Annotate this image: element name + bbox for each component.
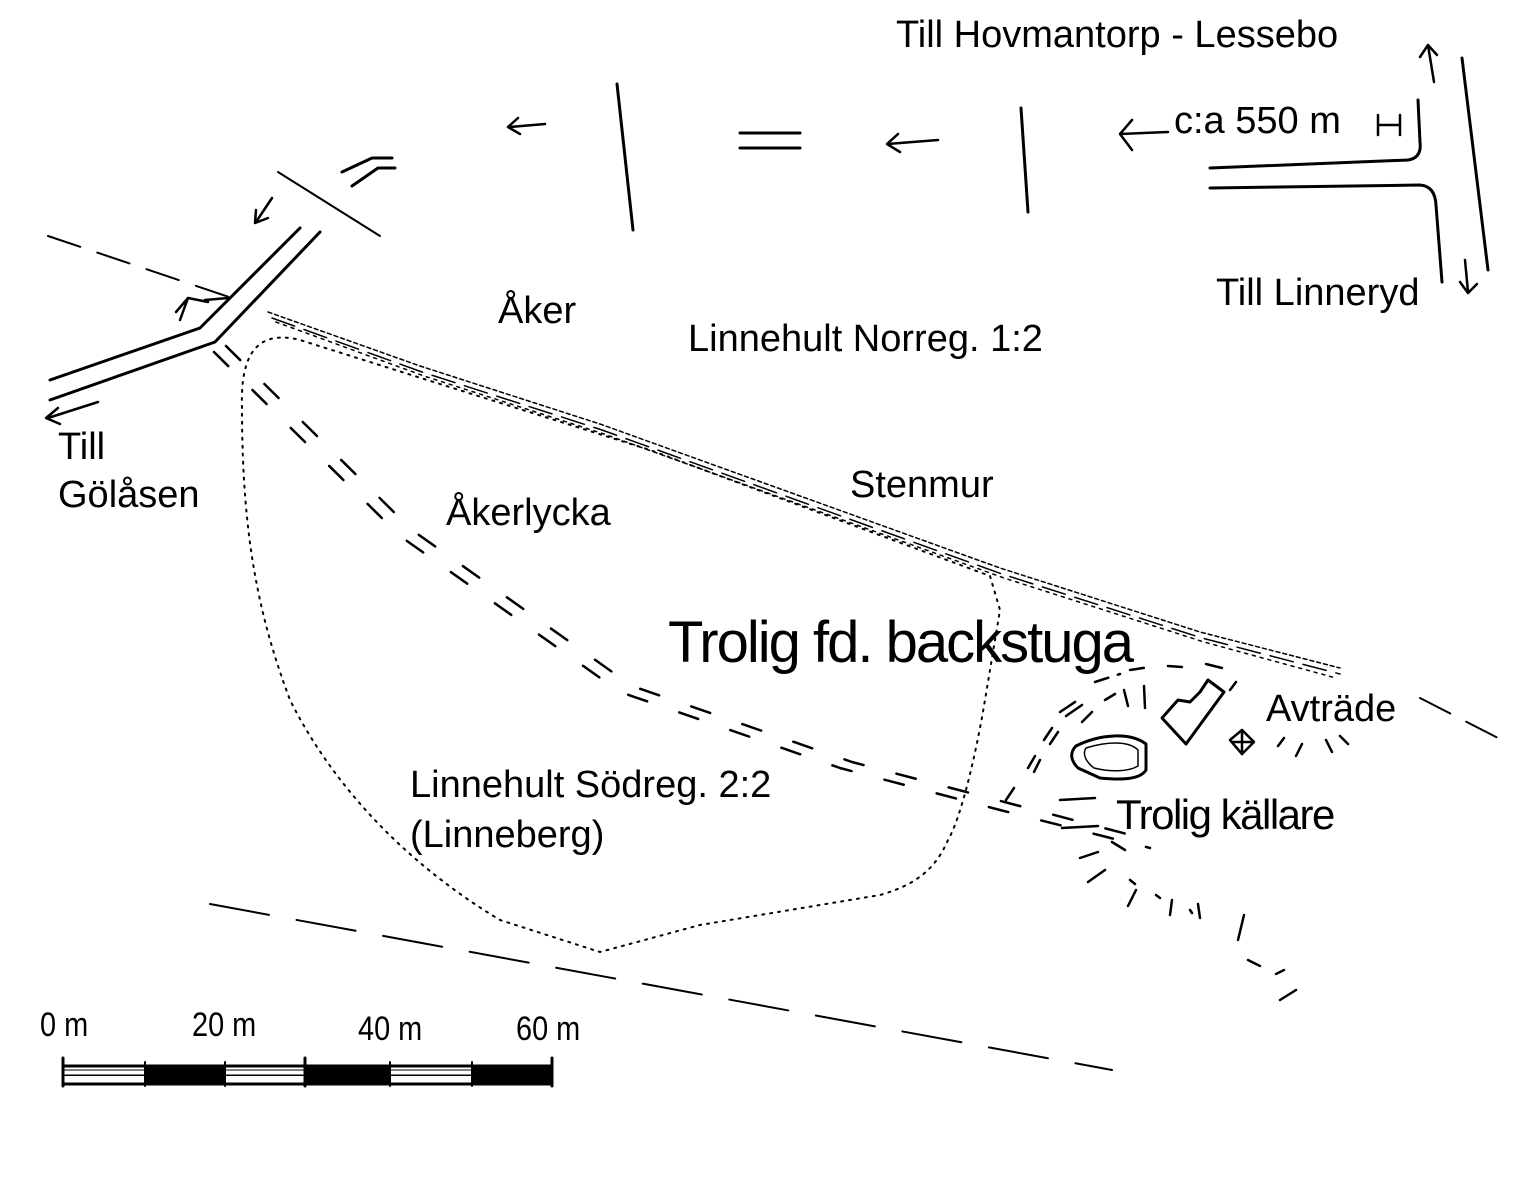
label-backstuga: Trolig fd. backstuga: [668, 610, 1134, 675]
road-edge-east: [1460, 56, 1490, 272]
label-sodreg: Linnehult Södreg. 2:2: [410, 764, 772, 806]
label-stenmur: Stenmur: [850, 464, 994, 506]
road-branch-northeast: [340, 156, 397, 188]
property-boundary-south: [209, 903, 1113, 1071]
cellar-symbol: [1070, 734, 1148, 781]
scale-bar-graphic: [61, 1056, 554, 1088]
label-kallare: Trolig källare: [1116, 791, 1335, 838]
road-crossing-line: [277, 171, 381, 237]
road-to-golasen: [48, 226, 322, 402]
scale-label-60: 60 m: [516, 1010, 581, 1048]
label-till: Till: [58, 426, 106, 468]
ruin-hatching: [1004, 662, 1350, 1002]
label-aker: Åker: [498, 290, 577, 332]
scale-label-40: 40 m: [358, 1010, 423, 1048]
arrow-icon: [44, 43, 1479, 426]
road-junction-east: [1208, 98, 1444, 284]
label-akerlycka: Åkerlycka: [446, 492, 611, 534]
scale-label-0: 0 m: [40, 1006, 89, 1044]
cut-marks: [615, 82, 1030, 232]
label-golasen: Gölåsen: [58, 474, 200, 516]
label-avtrade: Avträde: [1266, 688, 1397, 730]
label-till-hovmantorp: Till Hovmantorp - Lessebo: [896, 14, 1339, 56]
akerlycka-boundary: [240, 336, 1001, 953]
label-linneberg: (Linneberg): [410, 814, 605, 856]
property-boundary-east: [1419, 697, 1503, 741]
label-distance: c:a 550 m: [1174, 100, 1341, 142]
scale-label-20: 20 m: [192, 1006, 257, 1044]
field-track: [212, 344, 1152, 850]
property-boundary-north: [47, 235, 239, 301]
label-norreg: Linnehult Norreg. 1:2: [688, 318, 1043, 360]
label-till-linneryd: Till Linneryd: [1216, 272, 1420, 314]
stone-wall-symbol: [267, 311, 1341, 679]
outhouse-symbol: [1228, 728, 1256, 756]
house-foundation: [1160, 678, 1226, 746]
